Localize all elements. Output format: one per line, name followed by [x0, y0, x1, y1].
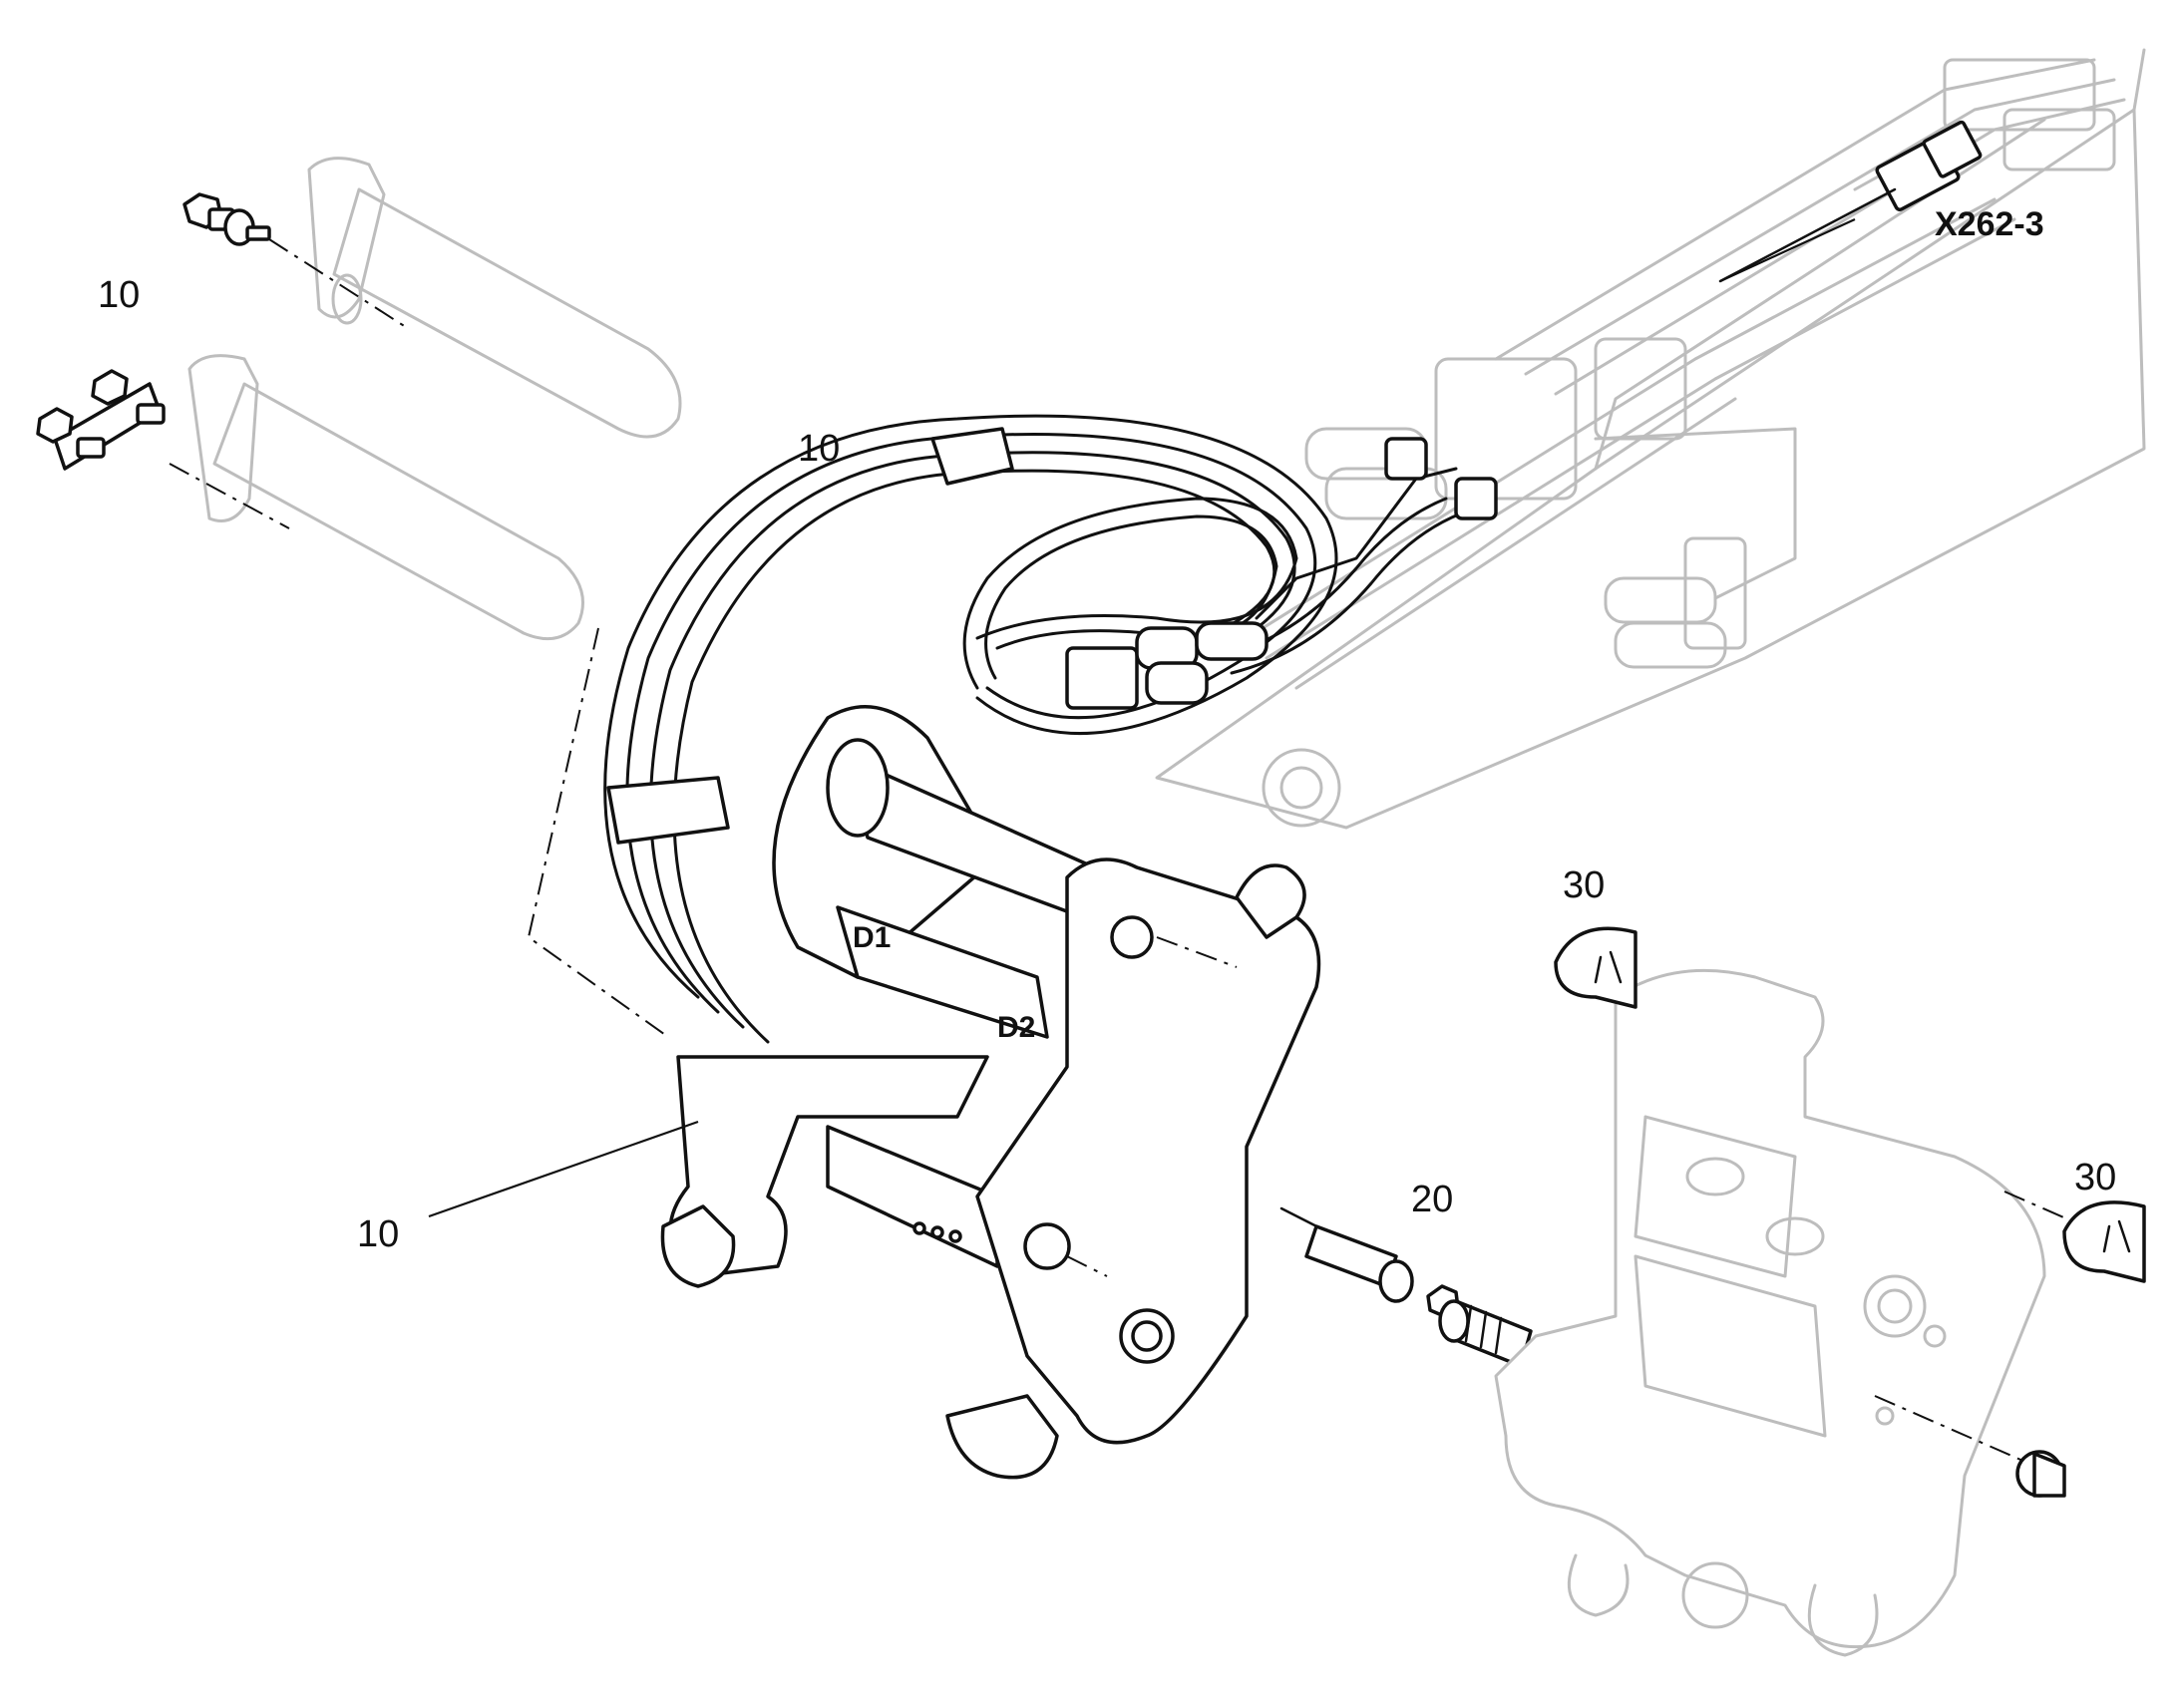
hose-port-d2: D2 [997, 1011, 1035, 1044]
retaining-plate [36, 369, 166, 471]
proximity-sensor [1279, 1206, 1533, 1368]
coupler-bracket [660, 705, 1321, 1480]
callout-10-bracket: 10 [357, 1213, 399, 1255]
pin-lower [187, 354, 584, 641]
callout-20-sensor: 20 [1411, 1179, 1453, 1220]
pin-upper [307, 157, 682, 439]
bracket-callout-leader [428, 1120, 699, 1218]
callout-10-hoses: 10 [798, 428, 840, 470]
quick-coupler-ghost [1494, 968, 2046, 1657]
bracket-axis-line-lower [1066, 1255, 1108, 1277]
bolt-axis-line [268, 238, 410, 330]
bracket-axis-line-upper [1156, 936, 1238, 968]
cap-plug [2015, 1450, 2066, 1498]
pin-assembly-line [527, 627, 669, 1038]
callout-30-right: 30 [2074, 1157, 2116, 1198]
callout-30-upper: 30 [1563, 864, 1605, 906]
retainer-clip-upper [1554, 926, 1637, 1009]
hose-bundle [603, 414, 1498, 1044]
callout-10-pins: 10 [98, 274, 140, 316]
bolt-hex-washer [182, 192, 271, 246]
boom-arm-ghost [1155, 48, 2146, 830]
connector-label: X262-3 [1935, 205, 2044, 243]
hose-port-d1: D1 [853, 921, 891, 954]
connector-x262-3: X262-3 [1718, 120, 2044, 283]
retainer-clip-right [2062, 1200, 2146, 1283]
cap-axis-line [1874, 1395, 2035, 1467]
